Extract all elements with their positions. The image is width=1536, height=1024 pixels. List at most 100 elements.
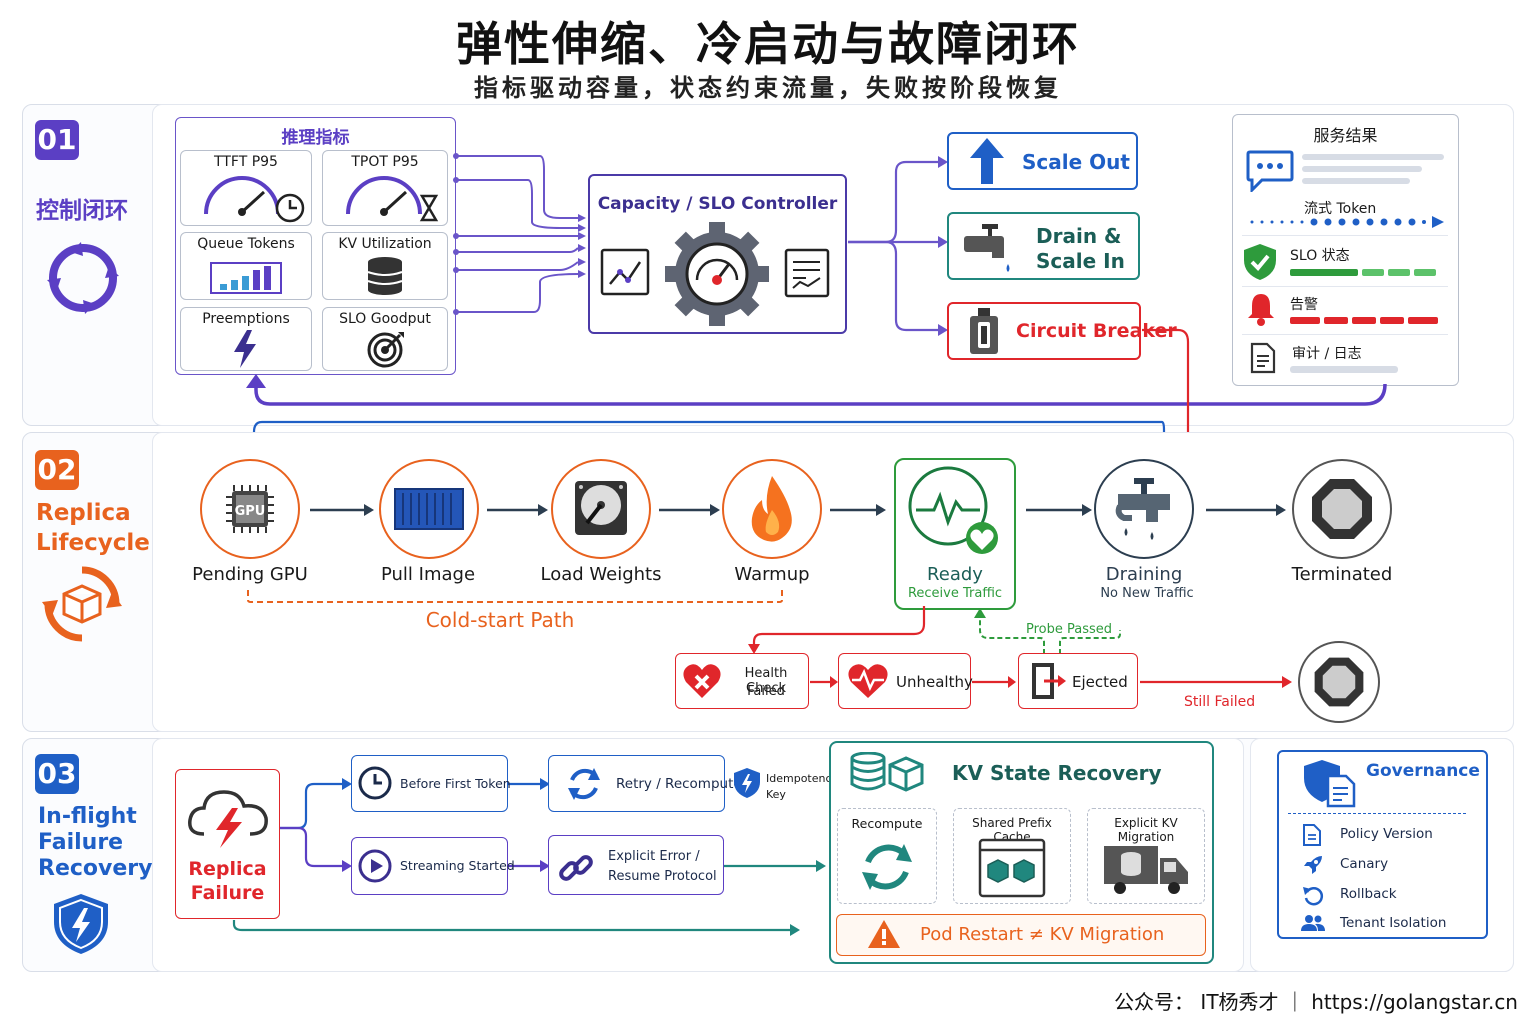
idempotency-l1: Idempotency xyxy=(766,772,839,785)
drain-label-l2: Scale In xyxy=(1036,249,1125,273)
stage-ready-box xyxy=(894,458,1016,610)
chat-lines xyxy=(1302,154,1444,184)
footer-credit: 公众号： IT杨秀才 ｜ https://golangstar.cn xyxy=(1114,990,1518,1014)
governance-shield-doc-icon xyxy=(1304,760,1356,808)
stage-draining-label: Draining xyxy=(1105,564,1183,585)
policy-doc-icon xyxy=(1303,824,1321,846)
section-label-inflight-l2: Failure xyxy=(38,830,124,855)
metrics-title: 推理指标 xyxy=(281,128,350,148)
stage-pending-gpu-label: Pending GPU xyxy=(192,564,308,585)
stop-octagon-icon-2 xyxy=(1314,657,1364,707)
container-icon xyxy=(394,488,464,530)
circuit-breaker-label: Circuit Breaker xyxy=(1016,320,1177,342)
draining-sub-label: No New Traffic xyxy=(1100,586,1194,601)
unhealthy-label: Unhealthy xyxy=(896,673,973,691)
governance-title: Governance xyxy=(1366,761,1480,781)
kv-migration-label: Explicit KV Migration xyxy=(1114,816,1178,844)
retry-recompute-box xyxy=(548,755,725,812)
heart-pulse-icon xyxy=(848,664,888,698)
metrics-to-controller-arrows xyxy=(453,153,586,315)
streaming-started-label: Streaming Started xyxy=(400,858,515,873)
arrow-up-icon xyxy=(970,138,1004,184)
metric-slo-label: SLO Goodput xyxy=(339,311,431,327)
cache-window-icon xyxy=(978,838,1046,898)
clock-icon xyxy=(358,766,392,800)
stage-warmup-label: Warmup xyxy=(734,564,810,585)
alarm-bell-icon xyxy=(1248,294,1274,326)
ejected-label: Ejected xyxy=(1072,673,1128,691)
section-number-01: 01 xyxy=(35,120,79,160)
terminated-after-failure xyxy=(1298,641,1380,723)
results-title: 服务结果 xyxy=(1313,126,1378,145)
metric-preemptions-label: Preemptions xyxy=(202,311,290,327)
replica-failure-arrows xyxy=(232,778,826,936)
truck-icon xyxy=(1104,846,1188,894)
stage-load-weights xyxy=(551,459,651,559)
ready-to-health-check-arrow xyxy=(748,606,926,654)
controller-to-actions-arrows xyxy=(848,156,948,336)
scale-out-action xyxy=(947,132,1138,190)
health-check-l2: Failed xyxy=(747,684,785,699)
link-chain-icon xyxy=(559,855,593,881)
replica-failure-l2: Failure xyxy=(190,882,265,904)
probe-passed-label: Probe Passed xyxy=(1026,622,1113,637)
page-subtitle: 指标驱动容量，状态约束流量，失败按阶段恢复 xyxy=(474,74,1062,102)
recycle-icon xyxy=(862,844,912,890)
audit-bar xyxy=(1290,366,1398,373)
refresh-icon xyxy=(568,768,600,800)
exit-door-icon xyxy=(1032,663,1066,699)
rocket-icon xyxy=(1304,856,1322,874)
divider-3 xyxy=(1242,334,1448,335)
audit-log-label: 审计 / 日志 xyxy=(1292,346,1362,362)
shield-lightning-icon xyxy=(54,894,108,954)
section-label-inflight-l3: Recovery xyxy=(38,856,153,881)
tenant-users-icon xyxy=(1301,915,1325,931)
unhealthy-box xyxy=(838,653,971,709)
health-check-l1: Health Check xyxy=(744,666,788,696)
draining-faucet-icon xyxy=(1115,478,1170,540)
page-title: 弹性伸缩、冷启动与故障闭环 xyxy=(456,17,1080,71)
idempotency-shield-icon xyxy=(734,768,760,798)
alert-label: 告警 xyxy=(1290,297,1318,313)
kv-warning-bar xyxy=(836,914,1206,956)
before-first-token-label: Before First Token xyxy=(400,776,511,791)
database-icon xyxy=(367,257,403,295)
controller-gear-icon xyxy=(600,222,830,326)
metric-tpot-label: TPOT P95 xyxy=(351,154,419,170)
controller-label: Capacity / SLO Controller xyxy=(597,194,838,214)
metric-ttft-label: TTFT P95 xyxy=(214,154,278,170)
stage-ready-label: Ready xyxy=(927,564,983,585)
governance-item-canary: Canary xyxy=(1340,856,1389,872)
drain-label-l1: Drain & xyxy=(1036,224,1122,248)
metric-kv-label: KV Utilization xyxy=(338,236,432,252)
section-label-control-loop: 控制闭环 xyxy=(36,198,128,224)
section-number-02: 02 xyxy=(35,450,79,490)
stop-octagon-icon xyxy=(1312,479,1372,539)
flame-icon xyxy=(751,476,792,542)
cloud-lightning-icon xyxy=(188,790,268,848)
lightning-icon xyxy=(234,330,256,368)
kv-recompute-col xyxy=(837,808,937,904)
metric-queue-label: Queue Tokens xyxy=(197,236,295,252)
stage-pull-image-label: Pull Image xyxy=(380,564,476,585)
lifecycle-arrows xyxy=(310,504,1286,516)
cold-start-bracket xyxy=(247,590,783,603)
slo-status-label: SLO 状态 xyxy=(1290,248,1350,264)
replica-failure-l1: Replica xyxy=(188,858,267,880)
section-number-03: 03 xyxy=(35,754,79,794)
breaker-icon xyxy=(970,308,998,354)
cycle-icon xyxy=(47,242,119,314)
divider-2 xyxy=(1242,286,1448,287)
kv-recovery-title: KV State Recovery xyxy=(952,761,1162,785)
divider-1 xyxy=(1242,235,1448,236)
target-icon xyxy=(367,332,404,368)
probe-passed-arrow xyxy=(974,608,1121,654)
gpu-chip-icon: GPU xyxy=(226,485,274,533)
kv-warning-label: Pod Restart ≠ KV Migration xyxy=(920,924,1165,945)
stage-draining xyxy=(1094,459,1194,559)
still-failed-label: Still Failed xyxy=(1184,694,1256,710)
retry-recompute-label: Retry / Recompute xyxy=(616,776,742,792)
database-cube-icon xyxy=(850,752,924,792)
stage-load-weights-label: Load Weights xyxy=(540,564,662,585)
slo-status-bar xyxy=(1290,269,1436,276)
